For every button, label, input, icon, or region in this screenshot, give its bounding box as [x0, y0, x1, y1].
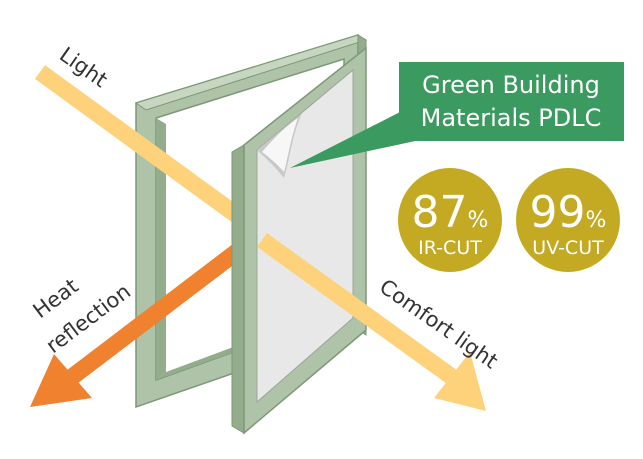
callout-box [399, 62, 624, 141]
pdlc-callout: Green Building Materials PDLC [290, 62, 624, 168]
light-ray-incoming [34, 65, 274, 245]
callout-title-line2: Materials PDLC [421, 104, 602, 132]
uv-cut-badge: 99% UV-CUT [516, 168, 620, 272]
ir-cut-unit: % [468, 208, 489, 233]
callout-title-line1: Green Building [422, 71, 600, 99]
uv-cut-label: UV-CUT [532, 237, 604, 259]
comfort-arrow-head [434, 352, 486, 411]
uv-cut-unit: % [586, 208, 607, 233]
callout-pointer [290, 110, 420, 168]
film-peel-highlight [262, 118, 298, 172]
ir-cut-badge: 87% IR-CUT [398, 168, 502, 272]
uv-cut-value: 99 [530, 187, 586, 238]
comfort-light-ray [257, 233, 486, 411]
heat-arrow-head [30, 354, 92, 407]
ir-cut-value: 87 [412, 187, 468, 238]
svg-text:99%: 99% [530, 187, 607, 238]
door-frame-side [231, 144, 245, 434]
svg-text:87%: 87% [412, 187, 489, 238]
ir-cut-label: IR-CUT [418, 237, 482, 259]
